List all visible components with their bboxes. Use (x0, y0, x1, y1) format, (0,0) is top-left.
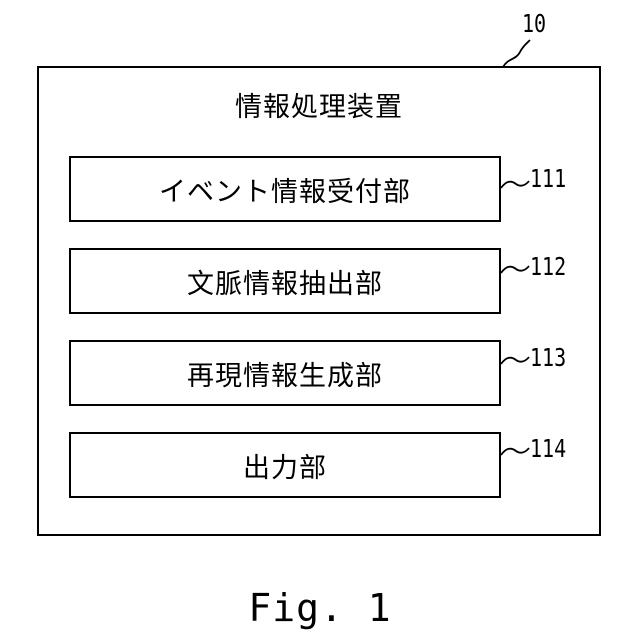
figure-caption: Fig. 1 (0, 586, 640, 630)
module-2-ref-number: 112 (530, 252, 566, 282)
lead-line-device (503, 40, 530, 67)
output-unit: 出力部 (69, 432, 501, 498)
reproduction-info-generation-unit: 再現情報生成部 (69, 340, 501, 406)
module-3-ref-number: 113 (530, 343, 566, 373)
device-ref-number: 10 (522, 9, 546, 39)
device-title: 情報処理装置 (37, 90, 601, 126)
module-4-ref-number: 114 (530, 434, 566, 464)
event-info-receiving-unit: イベント情報受付部 (69, 156, 501, 222)
module-1-ref-number: 111 (530, 164, 566, 194)
context-info-extraction-unit: 文脈情報抽出部 (69, 248, 501, 314)
